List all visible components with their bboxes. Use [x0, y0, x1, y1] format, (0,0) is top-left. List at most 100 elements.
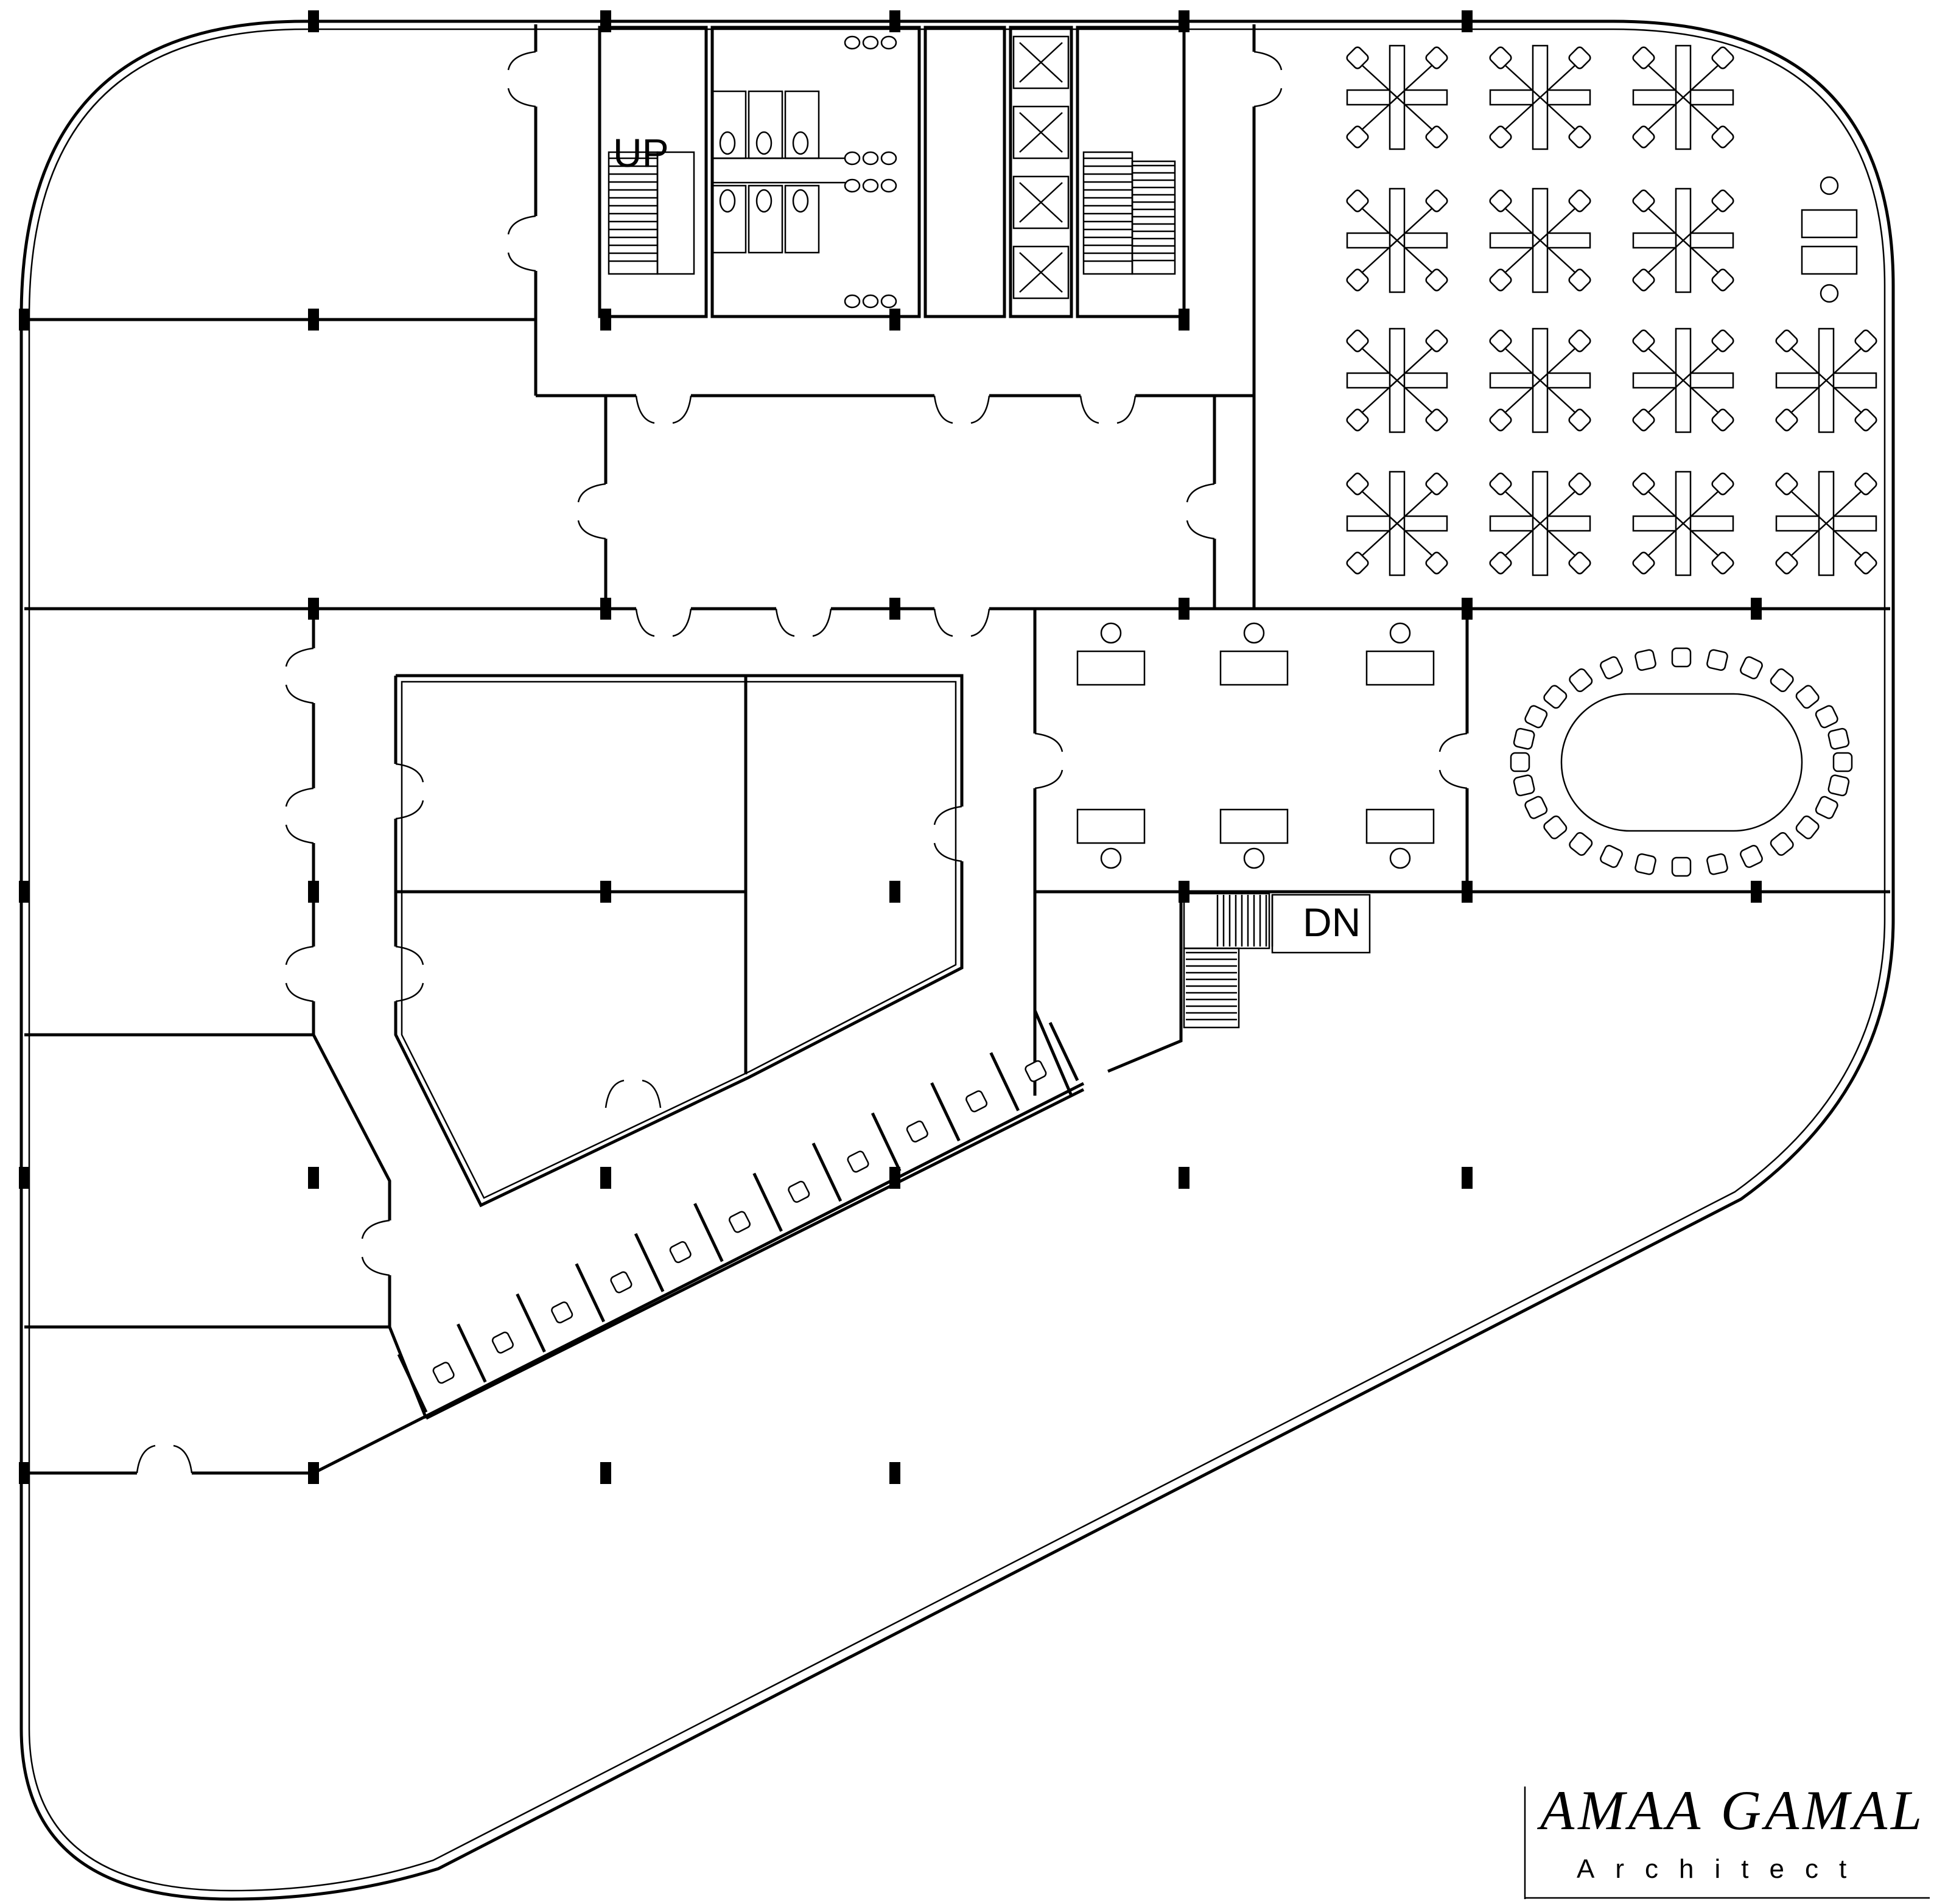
door-opening: [392, 764, 399, 819]
training-desk: [1076, 808, 1146, 844]
stair-up-label: UP: [613, 130, 669, 175]
lounge-desks: [1801, 176, 1858, 303]
office-chair: [1711, 189, 1734, 212]
building-core: [598, 26, 1186, 318]
toilet-stall: [784, 90, 820, 159]
cubicle-partition: [397, 1353, 428, 1413]
structural-column: [600, 1167, 611, 1189]
workstation-cluster: [1632, 44, 1734, 150]
workstation-cluster: [1346, 44, 1448, 150]
conference-chair: [1513, 727, 1535, 750]
office-chair: [1568, 268, 1591, 292]
conference-table: [1510, 647, 1853, 877]
door-leaf: [635, 395, 692, 424]
office-chair: [1346, 268, 1369, 292]
structural-column: [1179, 881, 1189, 903]
office-chair: [1489, 408, 1512, 432]
toilet-bowl: [755, 189, 773, 213]
workstation-cluster: [1489, 327, 1591, 433]
cubicle-chair: [728, 1211, 751, 1233]
office-chair: [1489, 125, 1512, 149]
elevator-cross: [1019, 252, 1063, 293]
door-opening: [392, 947, 399, 1001]
cubicle-chair: [906, 1120, 928, 1143]
office-chair: [1854, 408, 1877, 432]
conference-chair: [1706, 853, 1728, 875]
door-opening: [606, 1104, 660, 1111]
desk-edge: [1646, 346, 1720, 415]
door-opening: [386, 1220, 393, 1275]
structural-column: [1462, 1167, 1473, 1189]
door-leaf: [577, 483, 606, 540]
structural-column: [889, 881, 900, 903]
desk-chair: [1243, 622, 1265, 644]
conference-chair: [1600, 845, 1623, 868]
conference-chair: [1543, 815, 1568, 839]
desk-edge: [1503, 63, 1577, 131]
doors: [136, 51, 1471, 1477]
office-chair: [1568, 408, 1591, 432]
workstation-cluster: [1489, 471, 1591, 576]
office-chair: [1346, 551, 1369, 575]
door-opening: [636, 605, 691, 612]
structural-column: [889, 309, 900, 331]
cubicle-chair: [610, 1271, 632, 1293]
door-opening: [958, 807, 965, 861]
training-desk: [1219, 808, 1289, 844]
office-chair: [1568, 551, 1591, 575]
office-chair: [1425, 329, 1448, 352]
door-leaf: [775, 608, 832, 637]
cubicle-chair: [551, 1301, 573, 1324]
exterior-wall: [19, 19, 1895, 1901]
door-leaf: [507, 51, 536, 108]
office-chair: [1489, 472, 1512, 495]
office-chair: [1489, 46, 1512, 69]
desk-edge: [1503, 489, 1577, 558]
office-chair: [1632, 472, 1655, 495]
structural-column: [19, 881, 30, 903]
conference-chair: [1634, 853, 1656, 875]
training-desk: [1219, 650, 1289, 686]
door-leaf: [933, 805, 962, 863]
structural-column: [308, 1167, 319, 1189]
office-chair: [1346, 329, 1369, 352]
toilet-stall: [711, 90, 747, 159]
cubicle-partition: [457, 1323, 487, 1383]
structural-column: [308, 881, 319, 903]
desk-chair: [1100, 622, 1122, 644]
office-chair: [1632, 329, 1655, 352]
cubicle-chair: [965, 1090, 988, 1113]
elevator-bank: [1012, 35, 1070, 299]
conference-chair: [1815, 796, 1838, 819]
elevator-cross: [1019, 182, 1063, 223]
office-chair: [1711, 125, 1734, 149]
structural-column: [889, 1462, 900, 1484]
door-leaf: [395, 945, 424, 1003]
door-leaf: [1186, 483, 1215, 540]
office-chair: [1425, 551, 1448, 575]
structural-column: [1751, 598, 1762, 620]
desk-edge: [1646, 489, 1720, 558]
signature-subtitle: Architect: [1577, 1854, 1867, 1884]
desk-edge: [1646, 206, 1720, 275]
double-door: [136, 1444, 193, 1477]
stair-core-right: [1082, 151, 1176, 275]
sink: [880, 294, 897, 309]
structural-column: [1179, 1167, 1189, 1189]
office-chair: [1711, 551, 1734, 575]
double-door: [635, 392, 692, 424]
elevator-cross: [1019, 112, 1063, 153]
door-opening: [1463, 733, 1471, 788]
double-door: [1438, 732, 1471, 789]
double-door: [285, 945, 317, 1003]
structural-column: [1751, 881, 1762, 903]
office-chair: [1854, 551, 1877, 575]
door-leaf: [1253, 51, 1283, 108]
conference-chair: [1524, 796, 1548, 819]
workstation-cluster: [1489, 44, 1591, 150]
workstation-cluster: [1346, 471, 1448, 576]
toilet-stall: [748, 184, 783, 254]
structural-column: [308, 1462, 319, 1484]
door-opening: [310, 648, 317, 703]
sink: [862, 178, 879, 193]
